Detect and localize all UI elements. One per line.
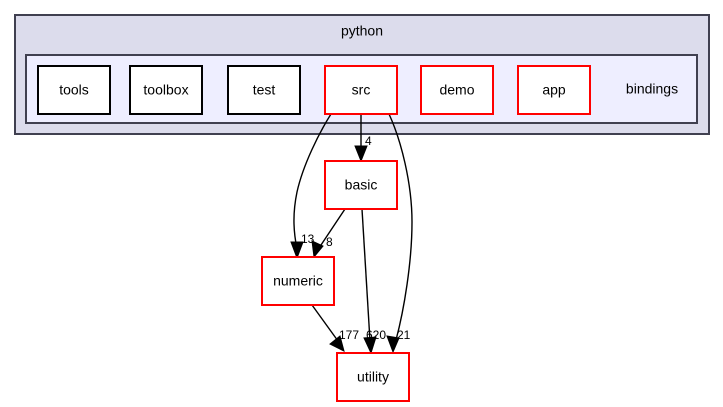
node-toolbox-label: toolbox [143, 82, 188, 98]
cluster-bindings-label: bindings [626, 81, 678, 97]
edge-basic-numeric-path [318, 208, 346, 249]
node-basic-label: basic [345, 177, 378, 193]
edge-src-utility-arrowhead [386, 335, 400, 354]
edge-basic-utility-arrowhead [363, 336, 377, 355]
edge-basic-numeric-arrowhead [311, 240, 324, 259]
node-toolbox-rect [129, 65, 203, 115]
node-src-label: src [352, 82, 371, 98]
node-demo-label: demo [439, 82, 474, 98]
edge-src-numeric-path [293, 113, 332, 250]
node-group: tools toolbox test src demo app [37, 65, 591, 402]
node-numeric[interactable]: numeric [261, 256, 335, 306]
node-tools-rect [37, 65, 111, 115]
edge-basic-numeric[interactable]: 8 [311, 208, 346, 259]
edge-src-utility[interactable]: 21 [386, 113, 413, 354]
node-numeric-label: numeric [273, 273, 323, 289]
edge-src-basic-label: 4 [365, 134, 372, 148]
node-src-rect [324, 65, 398, 115]
edge-src-utility-label: 21 [397, 328, 411, 342]
node-toolbox[interactable]: toolbox [129, 65, 203, 115]
edge-numeric-utility[interactable]: 177 [311, 304, 359, 352]
node-test-rect [227, 65, 301, 115]
edge-src-numeric-arrowhead [290, 241, 304, 260]
node-utility-label: utility [357, 369, 389, 385]
node-app-rect [517, 65, 591, 115]
node-tools-label: tools [59, 82, 89, 98]
edge-numeric-utility-path [311, 304, 339, 342]
node-utility[interactable]: utility [336, 352, 410, 402]
edge-src-basic-arrowhead [354, 145, 368, 163]
node-app[interactable]: app [517, 65, 591, 115]
edge-src-utility-path [388, 113, 413, 341]
edge-numeric-utility-arrowhead [329, 335, 345, 352]
node-utility-rect [336, 352, 410, 402]
edge-group: 13 4 21 8 620 [290, 113, 413, 355]
node-demo[interactable]: demo [420, 65, 494, 115]
edge-basic-numeric-label: 8 [326, 235, 333, 249]
edge-src-basic[interactable]: 4 [354, 114, 372, 163]
node-tools[interactable]: tools [37, 65, 111, 115]
node-app-label: app [542, 82, 566, 98]
node-test[interactable]: test [227, 65, 301, 115]
edge-src-numeric-label: 13 [301, 232, 315, 246]
node-basic[interactable]: basic [324, 160, 398, 210]
node-test-label: test [253, 82, 276, 98]
node-src[interactable]: src [324, 65, 398, 115]
edge-basic-utility[interactable]: 620 [361, 208, 386, 355]
node-basic-rect [324, 160, 398, 210]
cluster-python-label: python [341, 23, 383, 39]
node-numeric-rect [261, 256, 335, 306]
edge-basic-utility-label: 620 [366, 328, 386, 342]
edge-basic-utility-path [361, 208, 371, 342]
edge-src-numeric[interactable]: 13 [290, 113, 332, 260]
edge-numeric-utility-label: 177 [339, 328, 359, 342]
node-demo-rect [420, 65, 494, 115]
